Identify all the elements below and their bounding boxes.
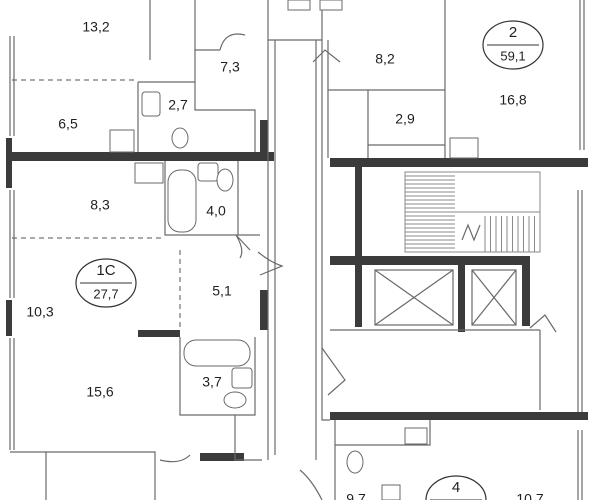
door-swing xyxy=(235,234,251,259)
room-area-label: 10,3 xyxy=(26,304,53,320)
wall-h-lifts xyxy=(330,256,530,265)
partition xyxy=(234,415,262,461)
toilet-icon xyxy=(216,168,234,192)
sink-icon xyxy=(381,484,401,500)
door-swing xyxy=(159,454,191,463)
apartment-badge: 1С 27,7 xyxy=(75,258,137,308)
partition xyxy=(334,420,431,500)
corridor-lines xyxy=(267,40,330,460)
elevator-cross xyxy=(374,269,454,326)
wall-v-lifts xyxy=(458,262,465,332)
sink-icon xyxy=(319,0,343,11)
partition xyxy=(149,0,220,60)
corridor-wall xyxy=(260,120,268,160)
room-labels: 13,2 7,3 8,2 16,8 6,5 2,7 2,9 8,3 4,0 5,… xyxy=(26,19,543,500)
room-area-label: 2,7 xyxy=(168,97,188,113)
elevators xyxy=(374,269,517,326)
left-window xyxy=(9,190,15,298)
partition xyxy=(194,50,256,152)
left-wall-segment xyxy=(6,138,12,188)
wall-v-lifts-right xyxy=(522,256,530,326)
door-swing xyxy=(219,33,246,51)
room-area-label: 4,0 xyxy=(206,203,226,219)
wall-h-10-3 xyxy=(138,330,180,337)
staircase xyxy=(404,171,541,253)
partition xyxy=(327,90,446,158)
room-area-label: 2,9 xyxy=(395,111,415,127)
exterior-walls xyxy=(6,0,585,500)
elevator-shaft xyxy=(471,269,517,326)
partition xyxy=(179,337,256,416)
sink-icon xyxy=(109,129,135,153)
fixtures xyxy=(109,0,479,500)
left-wall-segment xyxy=(6,300,12,336)
partition xyxy=(164,161,239,236)
door-swing xyxy=(299,469,323,500)
door-swing xyxy=(321,347,346,396)
partition xyxy=(267,0,323,41)
sink-icon xyxy=(197,162,219,182)
room-area-label: 7,3 xyxy=(220,59,240,75)
room-area-label: 13,2 xyxy=(82,19,109,35)
sink-icon xyxy=(134,162,164,184)
door-swing xyxy=(312,49,341,63)
apartment-code: 2 xyxy=(509,24,517,41)
partition xyxy=(327,0,446,91)
sink-icon xyxy=(141,91,161,117)
bathtub-icon xyxy=(183,339,251,367)
toilet-icon xyxy=(346,450,364,474)
wall-h-stairs xyxy=(330,158,588,167)
door-swing xyxy=(257,251,284,276)
bathtub-icon xyxy=(167,169,197,233)
partition xyxy=(137,81,195,152)
room-area-label: 8,2 xyxy=(375,51,395,67)
apartment-badge: 4 xyxy=(425,475,487,500)
wall-v-stairs xyxy=(355,167,362,327)
room-area-label: 3,7 xyxy=(202,374,222,390)
right-window xyxy=(577,430,583,500)
partition xyxy=(46,451,156,500)
apartment-code: 4 xyxy=(452,479,460,496)
room-area-label: 15,6 xyxy=(86,384,113,400)
wall-h-bottom xyxy=(330,412,588,420)
left-window xyxy=(9,338,15,450)
sink-icon xyxy=(231,367,253,389)
room-area-label: 16,8 xyxy=(499,92,526,108)
stair-direction-arrow xyxy=(461,223,481,242)
room-area-label: 9,7 xyxy=(346,491,366,500)
partition xyxy=(330,329,541,410)
stair-steps xyxy=(405,175,535,252)
doors xyxy=(159,33,557,500)
corridor-wall xyxy=(260,290,268,330)
sink-icon xyxy=(287,0,311,11)
elevator-cross xyxy=(471,269,517,326)
right-window xyxy=(579,0,585,150)
wall-h-bottom-left xyxy=(200,453,244,461)
left-window xyxy=(9,36,15,136)
corridor-lines xyxy=(274,40,317,460)
bottom-left-corner xyxy=(10,451,47,500)
sink-icon xyxy=(449,137,479,159)
apartment-total: 27,7 xyxy=(93,286,118,301)
elevator-shaft xyxy=(374,269,454,326)
apartment-badge: 2 59,1 xyxy=(482,20,544,70)
interior-walls xyxy=(12,120,588,461)
room-area-label: 6,5 xyxy=(58,116,78,132)
partitions xyxy=(12,0,541,500)
apartment-code: 1С xyxy=(96,262,115,279)
wall-h-6-5 xyxy=(12,152,274,161)
room-area-label: 5,1 xyxy=(212,283,232,299)
door-swing xyxy=(529,314,557,333)
right-window xyxy=(577,190,583,420)
apartment-total: 59,1 xyxy=(500,48,525,63)
apartment-badge-circle xyxy=(425,475,487,500)
toilet-icon xyxy=(171,127,189,149)
room-area-label: 10,7 xyxy=(516,491,543,500)
sink-icon xyxy=(404,427,428,445)
toilet-icon xyxy=(223,391,247,409)
room-area-label: 8,3 xyxy=(90,197,110,213)
